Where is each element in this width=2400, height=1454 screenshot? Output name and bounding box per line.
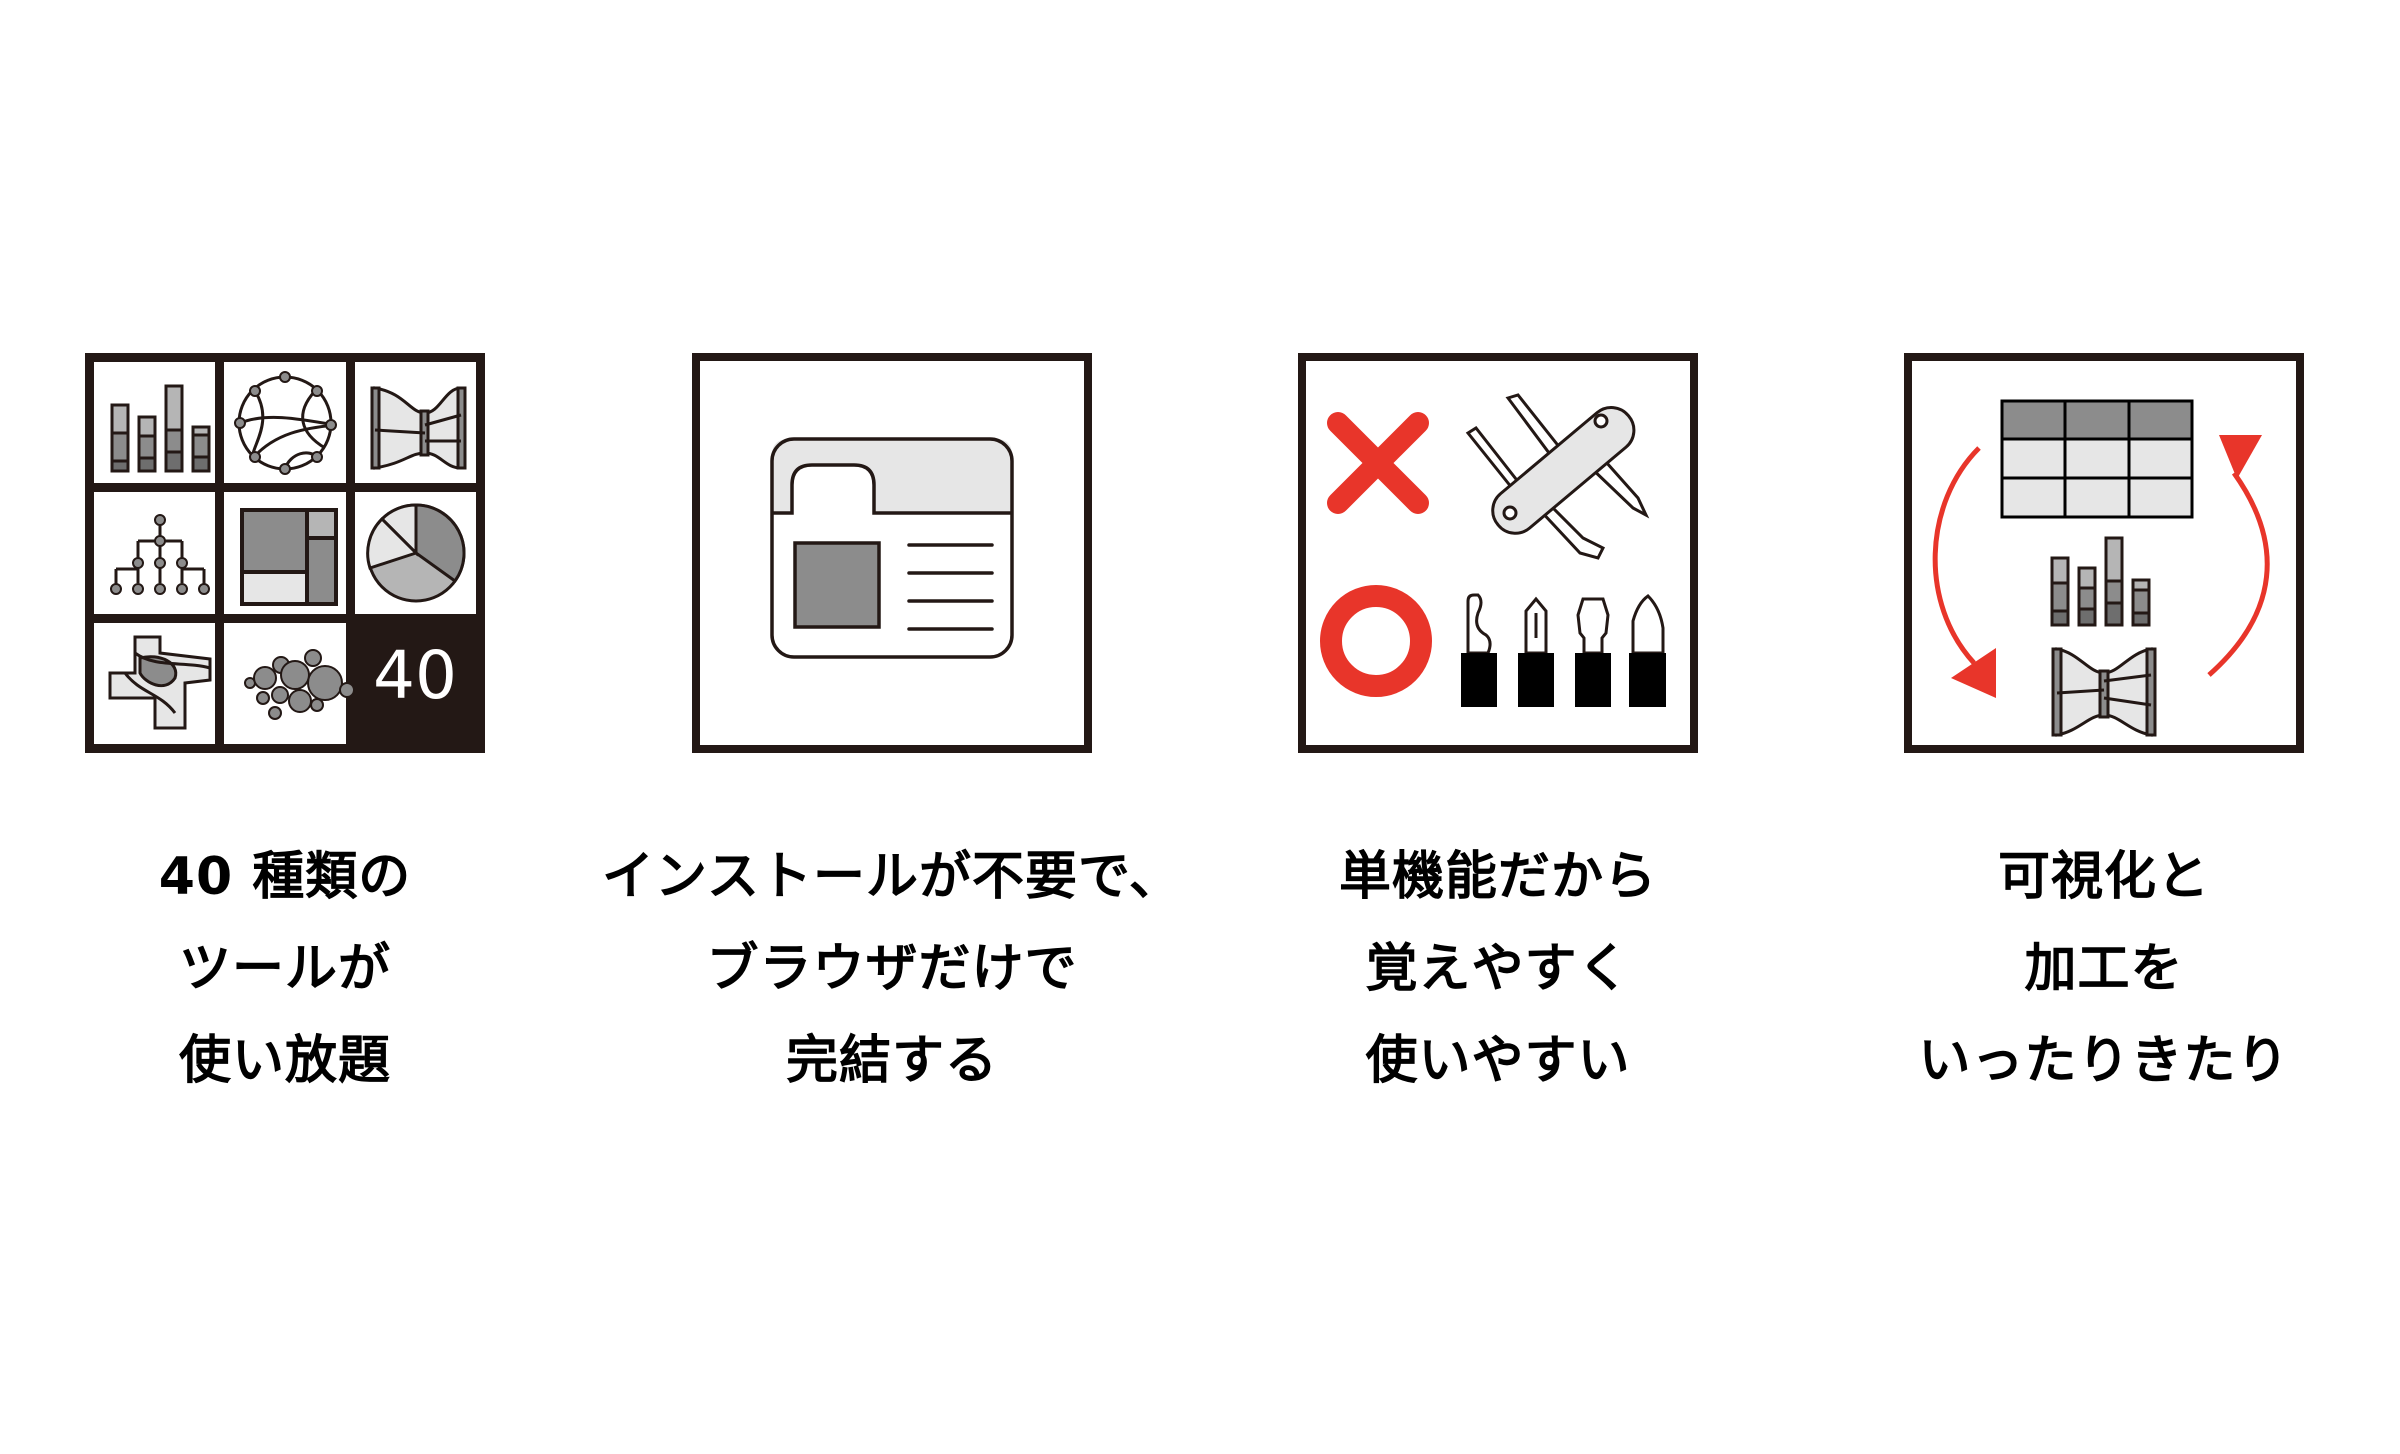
sankey-icon <box>2051 647 2157 737</box>
bar-chart-icon <box>2050 536 2151 627</box>
browser-window-icon <box>692 353 1092 753</box>
caption-line: いったりきたり <box>1918 1031 2290 1091</box>
single-function-tools-icon <box>1298 353 1698 753</box>
caption-line: 完結する <box>785 1031 999 1091</box>
caption-line: インストールが不要で、 <box>602 847 1182 907</box>
wrong-mark-icon <box>1327 412 1429 514</box>
caption-line: 単機能だから <box>1338 847 1658 907</box>
table-icon <box>2000 399 2194 519</box>
multitool-icon <box>1465 393 1650 560</box>
cycle-arrows-icon <box>1932 446 2270 677</box>
count-badge: 40 <box>373 637 457 714</box>
caption-line: 使いやすい <box>1365 1031 1631 1091</box>
caption-line: 使い放題 <box>178 1031 391 1091</box>
caption-line: ツールが <box>178 939 391 999</box>
caption-line: 40 種類の <box>158 847 412 907</box>
visualize-process-cycle-icon <box>1904 353 2304 753</box>
caption-line: 加工を <box>2024 939 2184 999</box>
feature-caption: インストールが不要で、 ブラウザだけで 完結する <box>602 831 1182 1107</box>
right-mark-icon <box>1320 585 1432 697</box>
caption-line: 可視化と <box>1997 847 2211 907</box>
caption-line: ブラウザだけで <box>706 939 1078 999</box>
feature-caption: 可視化と 加工を いったりきたり <box>1918 831 2289 1107</box>
feature-caption: 単機能だから 覚えやすく 使いやすい <box>1339 831 1657 1107</box>
caption-line: 覚えやすく <box>1365 939 1631 999</box>
tool-grid-40-icon: 40 <box>85 353 485 753</box>
separate-tools-icon <box>1461 593 1666 707</box>
feature-caption: 40 種類の ツールが 使い放題 <box>159 831 411 1107</box>
